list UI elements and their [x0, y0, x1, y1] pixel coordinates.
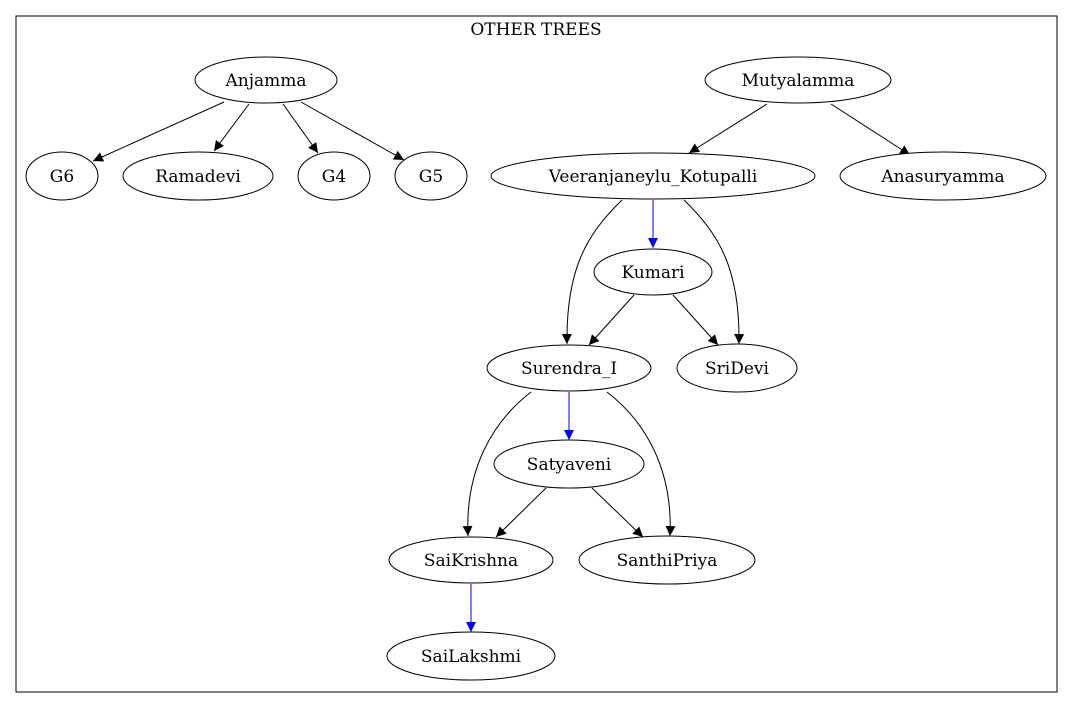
node-ellipse	[493, 439, 645, 489]
node-ellipse	[704, 56, 892, 104]
node-ellipse	[578, 535, 756, 585]
node-label: G5	[419, 167, 443, 187]
edge-satyaveni-to-santhipriya	[591, 487, 644, 538]
node-ellipse	[486, 344, 652, 392]
node-label: G6	[50, 167, 74, 187]
node-sridevi[interactable]: SriDevi	[676, 343, 798, 393]
node-label: Anasuryamma	[880, 167, 1004, 187]
node-ellipse	[25, 151, 99, 201]
node-satyaveni[interactable]: Satyaveni	[493, 439, 645, 489]
node-ellipse	[839, 151, 1047, 201]
node-kumari[interactable]: Kumari	[593, 248, 713, 296]
node-surendra[interactable]: Surendra_I	[486, 344, 652, 392]
node-ramadevi[interactable]: Ramadevi	[122, 151, 274, 201]
node-ellipse	[490, 152, 816, 200]
node-ellipse	[386, 631, 556, 681]
node-label: Surendra_I	[521, 359, 617, 379]
node-label: Satyaveni	[527, 455, 612, 475]
edge-kumari-to-sridevi	[672, 294, 719, 346]
edge-anjamma-to-g4	[282, 103, 319, 154]
node-ellipse	[676, 343, 798, 393]
node-ellipse	[122, 151, 274, 201]
edge-kumari-to-surendra	[588, 294, 635, 346]
edge-surendra-to-santhipriya	[606, 391, 676, 537]
node-g6[interactable]: G6	[25, 151, 99, 201]
edge-mutyalamma-to-anasuryamma	[830, 103, 911, 156]
node-anjamma[interactable]: Anjamma	[194, 56, 338, 104]
node-label: Ramadevi	[155, 167, 241, 187]
node-mutyalamma[interactable]: Mutyalamma	[704, 56, 892, 104]
node-label: SriDevi	[705, 359, 770, 379]
node-veeranjaneylu[interactable]: Veeranjaneylu_Kotupalli	[490, 152, 816, 200]
node-saikrishna[interactable]: SaiKrishna	[388, 536, 554, 584]
node-label: Anjamma	[224, 71, 306, 91]
edge-anjamma-to-g5	[300, 101, 405, 161]
node-label: G4	[322, 167, 346, 187]
node-label: Mutyalamma	[742, 71, 855, 91]
edge-mutyalamma-to-veeranjaneylu	[688, 103, 768, 154]
edge-anjamma-to-g6	[92, 101, 225, 162]
cluster-frame	[15, 15, 1058, 693]
node-label: SaiLakshmi	[421, 647, 522, 667]
node-ellipse	[593, 248, 713, 296]
node-g4[interactable]: G4	[297, 151, 371, 201]
node-ellipse	[297, 151, 371, 201]
node-label: Kumari	[621, 263, 685, 283]
node-label: Veeranjaneylu_Kotupalli	[548, 167, 758, 187]
edge-satyaveni-to-saikrishna	[495, 487, 547, 538]
edge-surendra-to-saikrishna	[462, 391, 532, 537]
edge-anjamma-to-ramadevi	[213, 103, 250, 152]
node-label: SanthiPriya	[617, 551, 718, 571]
cluster-label: OTHER TREES	[470, 20, 601, 40]
edges-layer	[92, 101, 911, 632]
edge-veeranjaneylu-to-surendra	[561, 199, 623, 345]
edge-veeranjaneylu-to-sridevi	[683, 199, 745, 345]
node-g5[interactable]: G5	[394, 151, 468, 201]
node-anasuryamma[interactable]: Anasuryamma	[839, 151, 1047, 201]
node-sailakshmi[interactable]: SaiLakshmi	[386, 631, 556, 681]
node-santhipriya[interactable]: SanthiPriya	[578, 535, 756, 585]
node-ellipse	[388, 536, 554, 584]
node-ellipse	[194, 56, 338, 104]
node-label: SaiKrishna	[424, 551, 518, 571]
node-ellipse	[394, 151, 468, 201]
